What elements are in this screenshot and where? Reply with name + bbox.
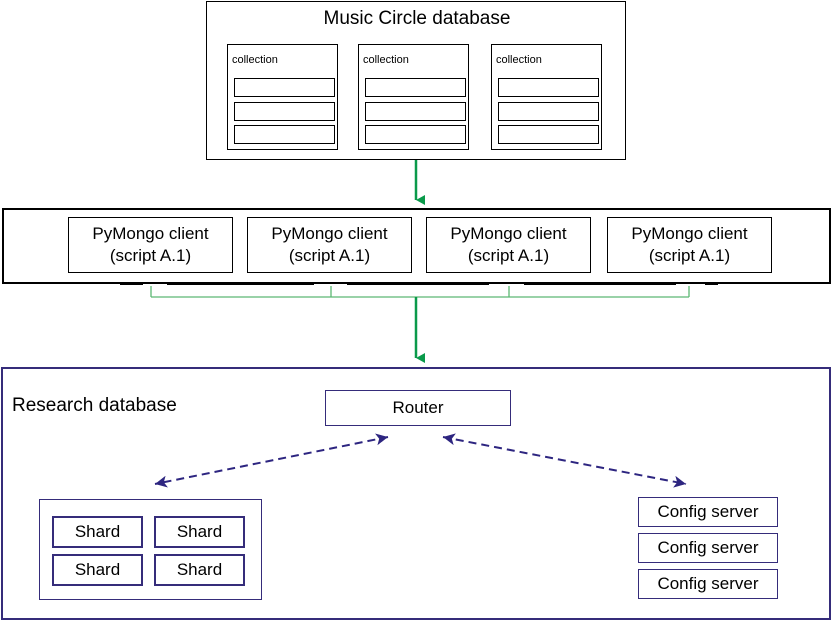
pymongo-client: PyMongo client (script A.1) bbox=[247, 217, 412, 273]
dashed-arrow-router-shards bbox=[154, 433, 389, 488]
shard-box: Shard bbox=[154, 554, 245, 586]
collection-row bbox=[498, 125, 599, 144]
client-script: (script A.1) bbox=[467, 246, 550, 265]
shard-box: Shard bbox=[52, 516, 143, 548]
collection-row bbox=[365, 78, 466, 97]
collection-row bbox=[498, 78, 599, 97]
client-name: PyMongo client bbox=[631, 224, 748, 243]
research-title: Research database bbox=[12, 395, 177, 416]
collection-row bbox=[498, 102, 599, 121]
collection-row bbox=[234, 78, 335, 97]
client-script: (script A.1) bbox=[288, 246, 371, 265]
music-circle-title: Music Circle database bbox=[323, 8, 511, 29]
collection-row bbox=[234, 102, 335, 121]
collection-row bbox=[365, 125, 466, 144]
shard-box: Shard bbox=[52, 554, 143, 586]
collection-label: collection bbox=[496, 54, 542, 66]
collection-row bbox=[365, 102, 466, 121]
clients-bar: PyMongo client (script A.1) PyMongo clie… bbox=[2, 208, 831, 284]
collection-box: collection bbox=[491, 44, 602, 150]
collection-row bbox=[234, 125, 335, 144]
client-script: (script A.1) bbox=[648, 246, 731, 265]
pymongo-client: PyMongo client (script A.1) bbox=[607, 217, 772, 273]
config-server-box: Config server bbox=[638, 497, 778, 527]
config-server-box: Config server bbox=[638, 569, 778, 599]
pymongo-client: PyMongo client (script A.1) bbox=[426, 217, 591, 273]
music-circle-database: Music Circle database collection collect… bbox=[206, 1, 626, 160]
research-database: Research database Router Shard Shard Sha… bbox=[1, 367, 831, 620]
collection-label: collection bbox=[232, 54, 278, 66]
pymongo-client: PyMongo client (script A.1) bbox=[68, 217, 233, 273]
collection-label: collection bbox=[363, 54, 409, 66]
client-name: PyMongo client bbox=[271, 224, 388, 243]
client-name: PyMongo client bbox=[450, 224, 567, 243]
client-script: (script A.1) bbox=[109, 246, 192, 265]
shard-box: Shard bbox=[154, 516, 245, 548]
collection-box: collection bbox=[358, 44, 469, 150]
collection-box: collection bbox=[227, 44, 338, 150]
shard-group: Shard Shard Shard Shard bbox=[39, 499, 262, 600]
dashed-arrow-router-config bbox=[442, 433, 687, 488]
router-box: Router bbox=[325, 390, 511, 426]
client-bus bbox=[150, 286, 690, 298]
config-server-box: Config server bbox=[638, 533, 778, 563]
client-name: PyMongo client bbox=[92, 224, 209, 243]
